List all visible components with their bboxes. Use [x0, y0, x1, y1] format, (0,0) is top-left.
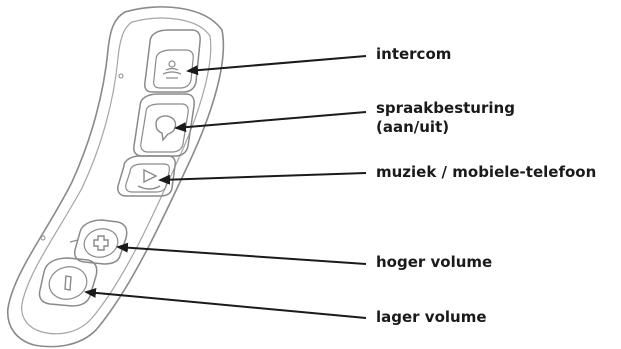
housing-inner-outline [21, 17, 212, 335]
intercom-icon [162, 60, 182, 79]
arrow-volume-down [84, 287, 367, 319]
volume-down-button[interactable] [38, 257, 98, 307]
speech-bubble-icon [155, 115, 177, 142]
label-intercom: intercom [376, 45, 452, 63]
arrow-music-phone [158, 172, 367, 185]
play-icon [137, 168, 161, 190]
minus-icon [64, 275, 72, 291]
arrow-voice-control [174, 111, 367, 133]
housing-outer-outline [7, 6, 225, 348]
label-volume-up: hoger volume [376, 253, 493, 271]
label-voice-control-toggle: (aan/uit) [376, 118, 450, 136]
label-music-phone: muziek / mobiele-telefoon [376, 163, 597, 181]
volume-up-button[interactable] [69, 219, 128, 265]
label-voice-control: spraakbesturing [376, 99, 515, 117]
plus-icon [93, 235, 109, 251]
rivet-bottom [40, 235, 46, 241]
music-phone-button[interactable] [117, 155, 176, 197]
rivet-top [118, 73, 124, 79]
arrow-intercom [186, 55, 367, 76]
arrow-volume-up [116, 242, 367, 265]
label-volume-down: lager volume [376, 308, 487, 326]
voice-control-button[interactable] [133, 93, 195, 157]
intercom-button[interactable] [144, 29, 201, 93]
